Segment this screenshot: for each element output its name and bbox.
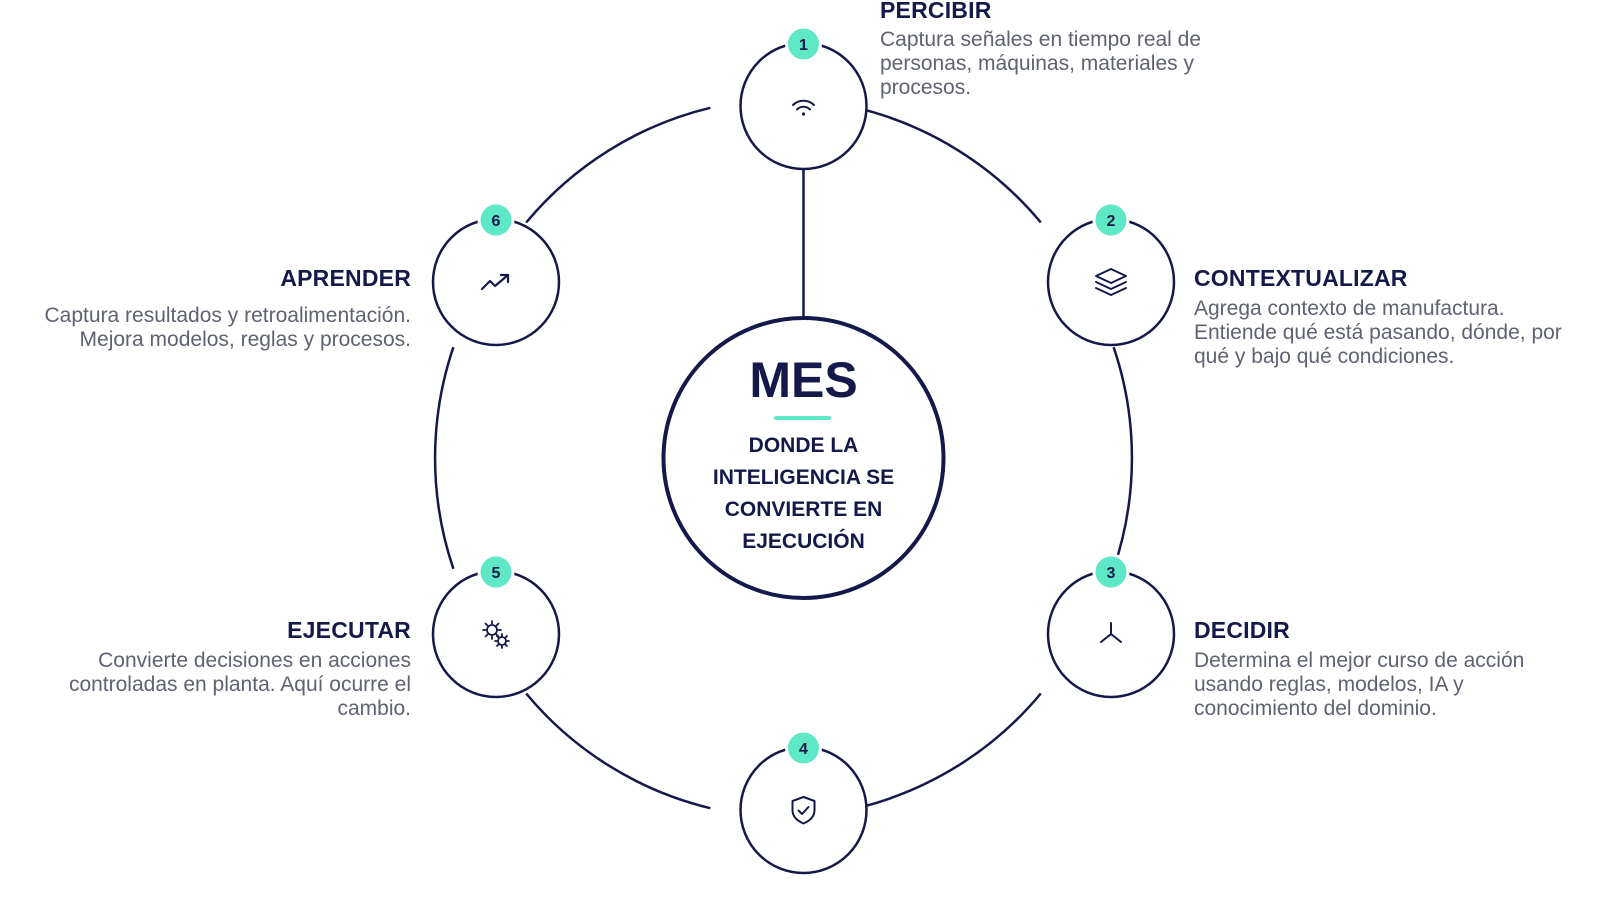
step-number-badge: 3 [1092, 553, 1130, 591]
step-node-4: 4 [739, 729, 868, 875]
step-description-ejecutar: Convierte decisiones en acciones control… [68, 649, 411, 720]
step-number: 5 [492, 565, 501, 582]
wifi-signal-icon [792, 99, 815, 116]
step-number-badge: 5 [477, 553, 515, 591]
ring-arc-3-4 [856, 692, 1042, 810]
step-node-1: 1 [739, 25, 868, 171]
step-number: 4 [799, 741, 808, 758]
gears-icon [482, 620, 510, 649]
step-number-badge: 2 [1092, 201, 1130, 239]
step-node-3: 3 [1046, 553, 1176, 699]
step-number-badge: 1 [785, 25, 822, 63]
step-number: 1 [799, 37, 808, 54]
step-number-badge: 4 [785, 729, 822, 767]
ring-arc-6-1 [525, 106, 711, 224]
center-subtitle-line-2: INTELIGENCIA SE [713, 466, 894, 489]
step-title-percibir: PERCIBIR [880, 0, 992, 23]
step-number: 6 [492, 213, 501, 230]
center-subtitle-line-4: EJECUCIÓN [742, 529, 865, 553]
trending-up-icon [480, 273, 510, 291]
step-number: 2 [1107, 213, 1116, 230]
center-circle [661, 316, 946, 600]
cycle-ring [433, 106, 1134, 810]
shield-check-icon [791, 796, 816, 825]
step-node-2: 2 [1046, 201, 1176, 347]
center-subtitle-line-1: DONDE LA [749, 434, 859, 457]
step-number-badge: 6 [477, 201, 515, 239]
ring-arc-4-5 [525, 692, 711, 810]
step-description-aprender: Captura resultados y retroalimentación. … [44, 304, 411, 351]
center-hub: MES DONDE LA INTELIGENCIA SE CONVIERTE E… [661, 316, 946, 600]
step-title-ejecutar: EJECUTAR [287, 617, 411, 643]
step-title-decidir: DECIDIR [1194, 617, 1290, 643]
step-title-contextualizar: CONTEXTUALIZAR [1194, 265, 1408, 291]
ring-arc-5-6 [433, 346, 455, 570]
step-node-5: 5 [431, 553, 561, 699]
step-title-aprender: APRENDER [280, 265, 411, 291]
ring-arc-1-2 [856, 106, 1042, 224]
split-arrows-icon [1100, 622, 1122, 643]
center-title: MES [749, 352, 857, 408]
step-description-decidir: Determina el mejor curso de acción usand… [1194, 649, 1525, 720]
step-number: 3 [1107, 565, 1116, 582]
step-description-contextualizar: Agrega contexto de manufactura. Entiende… [1194, 297, 1562, 368]
step-description-percibir: Captura señales en tiempo real de person… [880, 28, 1202, 99]
step-node-6: 6 [431, 201, 561, 347]
center-subtitle-line-3: CONVIERTE EN [725, 498, 883, 521]
ring-arc-2-3 [1112, 346, 1134, 570]
layers-icon [1095, 268, 1127, 296]
center-accent-bar [774, 416, 831, 420]
